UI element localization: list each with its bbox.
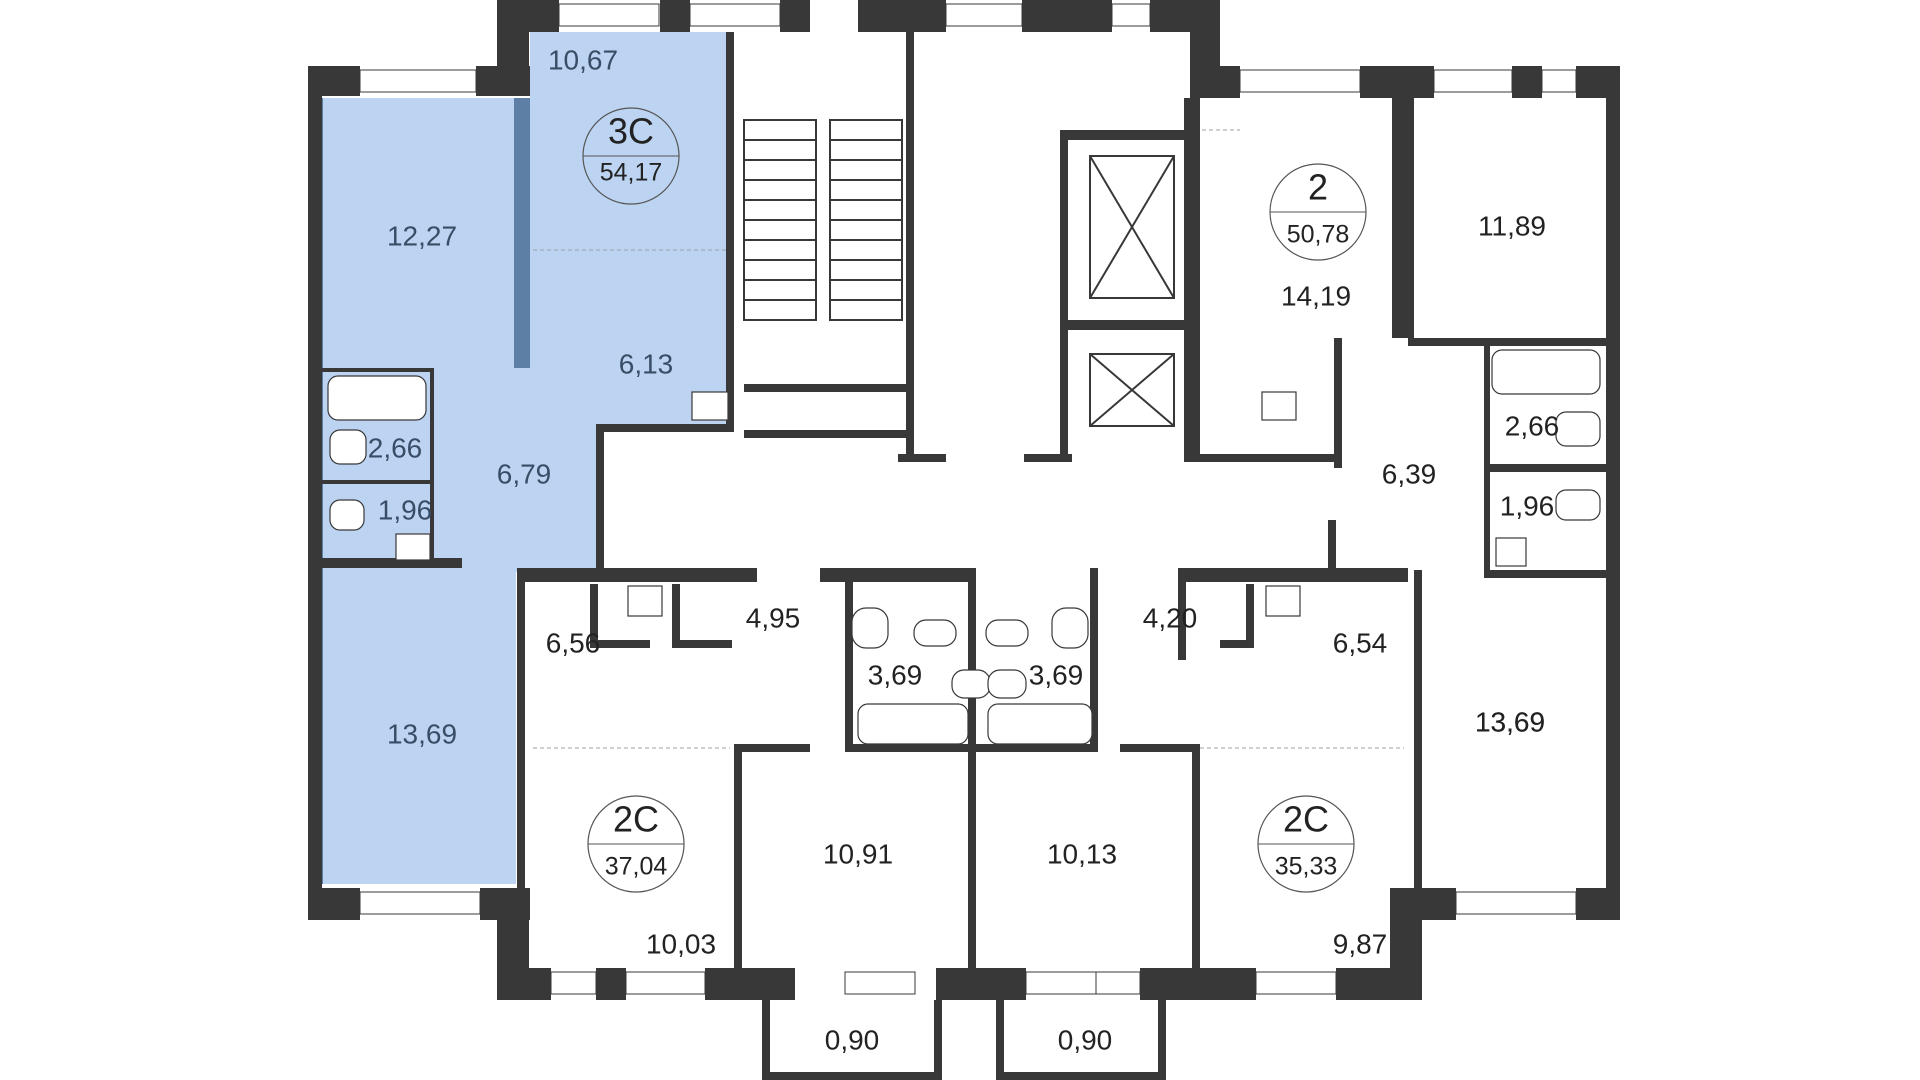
room-area-label: 4,20 [1143,602,1198,633]
room-area-label: 10,67 [548,44,618,75]
room-area-label: 13,69 [387,718,457,749]
room-area-label: 9,87 [1333,928,1388,959]
walls [308,0,1620,1080]
apartment-badge-2c-right[interactable]: 2С 35,33 [1257,795,1355,893]
apartment-badge-2[interactable]: 2 50,78 [1269,163,1367,261]
room-area-label: 1,96 [378,494,433,525]
room-area-label: 6,39 [1382,458,1437,489]
room-area-label: 10,13 [1047,838,1117,869]
badge-type: 2С [613,799,659,840]
room-area-label: 12,27 [387,220,457,251]
room-area-label: 10,03 [646,928,716,959]
room-area-label: 0,90 [825,1024,880,1055]
room-area-label: 11,89 [1478,210,1546,241]
room-area-label: 6,79 [497,458,552,489]
badge-type: 2 [1308,167,1328,208]
room-area-label: 6,54 [1333,627,1388,658]
badge-area: 37,04 [605,853,668,881]
room-area-label: 2,66 [368,432,423,463]
room-area-label: 3,69 [868,659,923,690]
room-labels: 10,67 12,27 6,13 2,66 6,79 1,96 13,69 14… [368,44,1560,1055]
stairwell [743,119,903,321]
badge-area: 35,33 [1275,853,1338,881]
room-area-label: 6,13 [619,348,674,379]
room-area-label: 0,90 [1058,1024,1113,1055]
elevators [1089,155,1175,427]
room-area-label: 6,56 [546,627,601,658]
bathroom-fixtures [327,349,1601,745]
badge-type: 2С [1283,799,1329,840]
room-area-label: 14,19 [1281,280,1351,311]
apartment-badge-2c-left[interactable]: 2С 37,04 [587,795,685,893]
room-area-label: 13,69 [1475,706,1545,737]
windows [359,3,1577,995]
room-area-label: 4,95 [746,602,801,633]
zone-dividers [533,129,1404,749]
apartment-badge-3c[interactable]: 3С 54,17 [582,107,680,205]
room-area-label: 3,69 [1029,659,1084,690]
badge-type: 3С [608,111,654,152]
room-area-label: 2,66 [1505,410,1560,441]
room-area-label: 13,69 [1475,706,1545,737]
badge-area: 50,78 [1287,221,1350,249]
room-area-label: 10,91 [823,838,893,869]
badge-area: 54,17 [600,159,663,187]
room-area-label: 1,96 [1500,490,1555,521]
